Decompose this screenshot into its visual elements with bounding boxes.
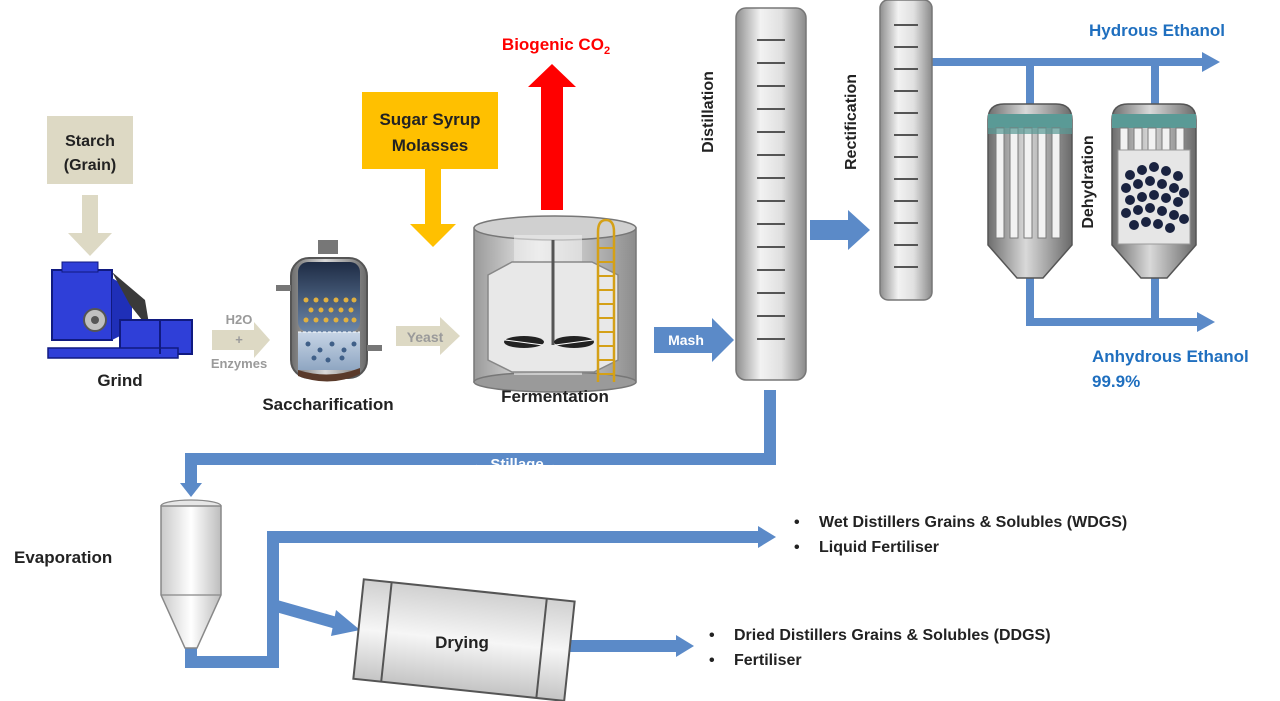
starch-arrow [68,195,112,256]
evaporation-label: Evaporation [14,548,112,567]
ddgs-arrowhead [676,635,694,657]
anhydrous-line [1026,275,1198,326]
molasses-label: Molasses [392,136,469,155]
liquid-fertiliser-label: Liquid Fertiliser [819,539,939,556]
to-dryer-arrowhead [331,610,360,636]
enzymes-label: Enzymes [211,356,267,371]
fertiliser-bullet: • [709,652,715,669]
plus-label: + [235,332,243,347]
sugar-syrup-box [362,92,498,169]
stillage-arrowhead [180,483,202,497]
drying-label: Drying [435,633,489,652]
starch-box [47,116,133,184]
starch-label: Starch [65,133,115,150]
evaporation-outflow [185,531,760,668]
sugar-syrup-label: Sugar Syrup [379,110,480,129]
starch-sub-label: (Grain) [64,157,116,174]
evaporator-icon [160,499,222,649]
h2o-label: H2O [226,312,253,327]
anhydrous-purity-label: 99.9% [1092,372,1140,391]
dryer-drum-icon [352,578,576,701]
wdgs-arrowhead [758,526,776,548]
distillation-column-icon [735,7,807,381]
fertiliser-label: Fertiliser [734,652,802,669]
dehydration-label: Dehydration [1080,135,1097,228]
wdgs-bullet: • [794,514,800,531]
wdgs-label: Wet Distillers Grains & Solubles (WDGS) [819,514,1127,531]
hydrous-ethanol-label: Hydrous Ethanol [1089,21,1225,40]
h2o-arrow [212,322,270,358]
fermentation-tank-icon [473,215,637,393]
distillation-label: Distillation [700,71,717,153]
co2-label-main: Biogenic CO [502,35,604,54]
ddgs-bullet: • [709,627,715,644]
ddgs-label: Dried Distillers Grains & Solubles (DDGS… [734,627,1051,644]
dehydration-vessel-left-icon [987,103,1073,279]
dehydration-vessel-right-icon [1111,103,1197,279]
mash-arrow [654,318,734,362]
grinder-icon [47,261,193,359]
grind-label: Grind [97,371,142,390]
saccharification-label: Saccharification [262,395,393,414]
anhydrous-arrowhead [1197,312,1215,332]
yeast-label: Yeast [407,329,444,345]
co2-label: Biogenic CO2 [502,35,610,57]
mash-label: Mash [668,332,704,348]
fermentation-label: Fermentation [501,387,609,406]
rectification-label: Rectification [843,74,860,170]
yeast-arrow [396,317,460,355]
co2-arrow [528,64,576,210]
rectification-column-icon [879,0,933,301]
liquid-fertiliser-bullet: • [794,539,800,556]
co2-label-sub: 2 [604,45,610,57]
anhydrous-ethanol-label: Anhydrous Ethanol [1092,347,1249,366]
hydrous-line [930,58,1203,105]
stillage-label: ← Stillage ← [471,456,563,473]
hydrous-arrowhead [1202,52,1220,72]
sugar-arrow [410,169,456,247]
to-dryer-line [271,599,342,630]
distill-to-rectify-arrow [810,210,870,250]
saccharification-vessel-icon [276,240,382,382]
stillage-flow [185,390,776,485]
